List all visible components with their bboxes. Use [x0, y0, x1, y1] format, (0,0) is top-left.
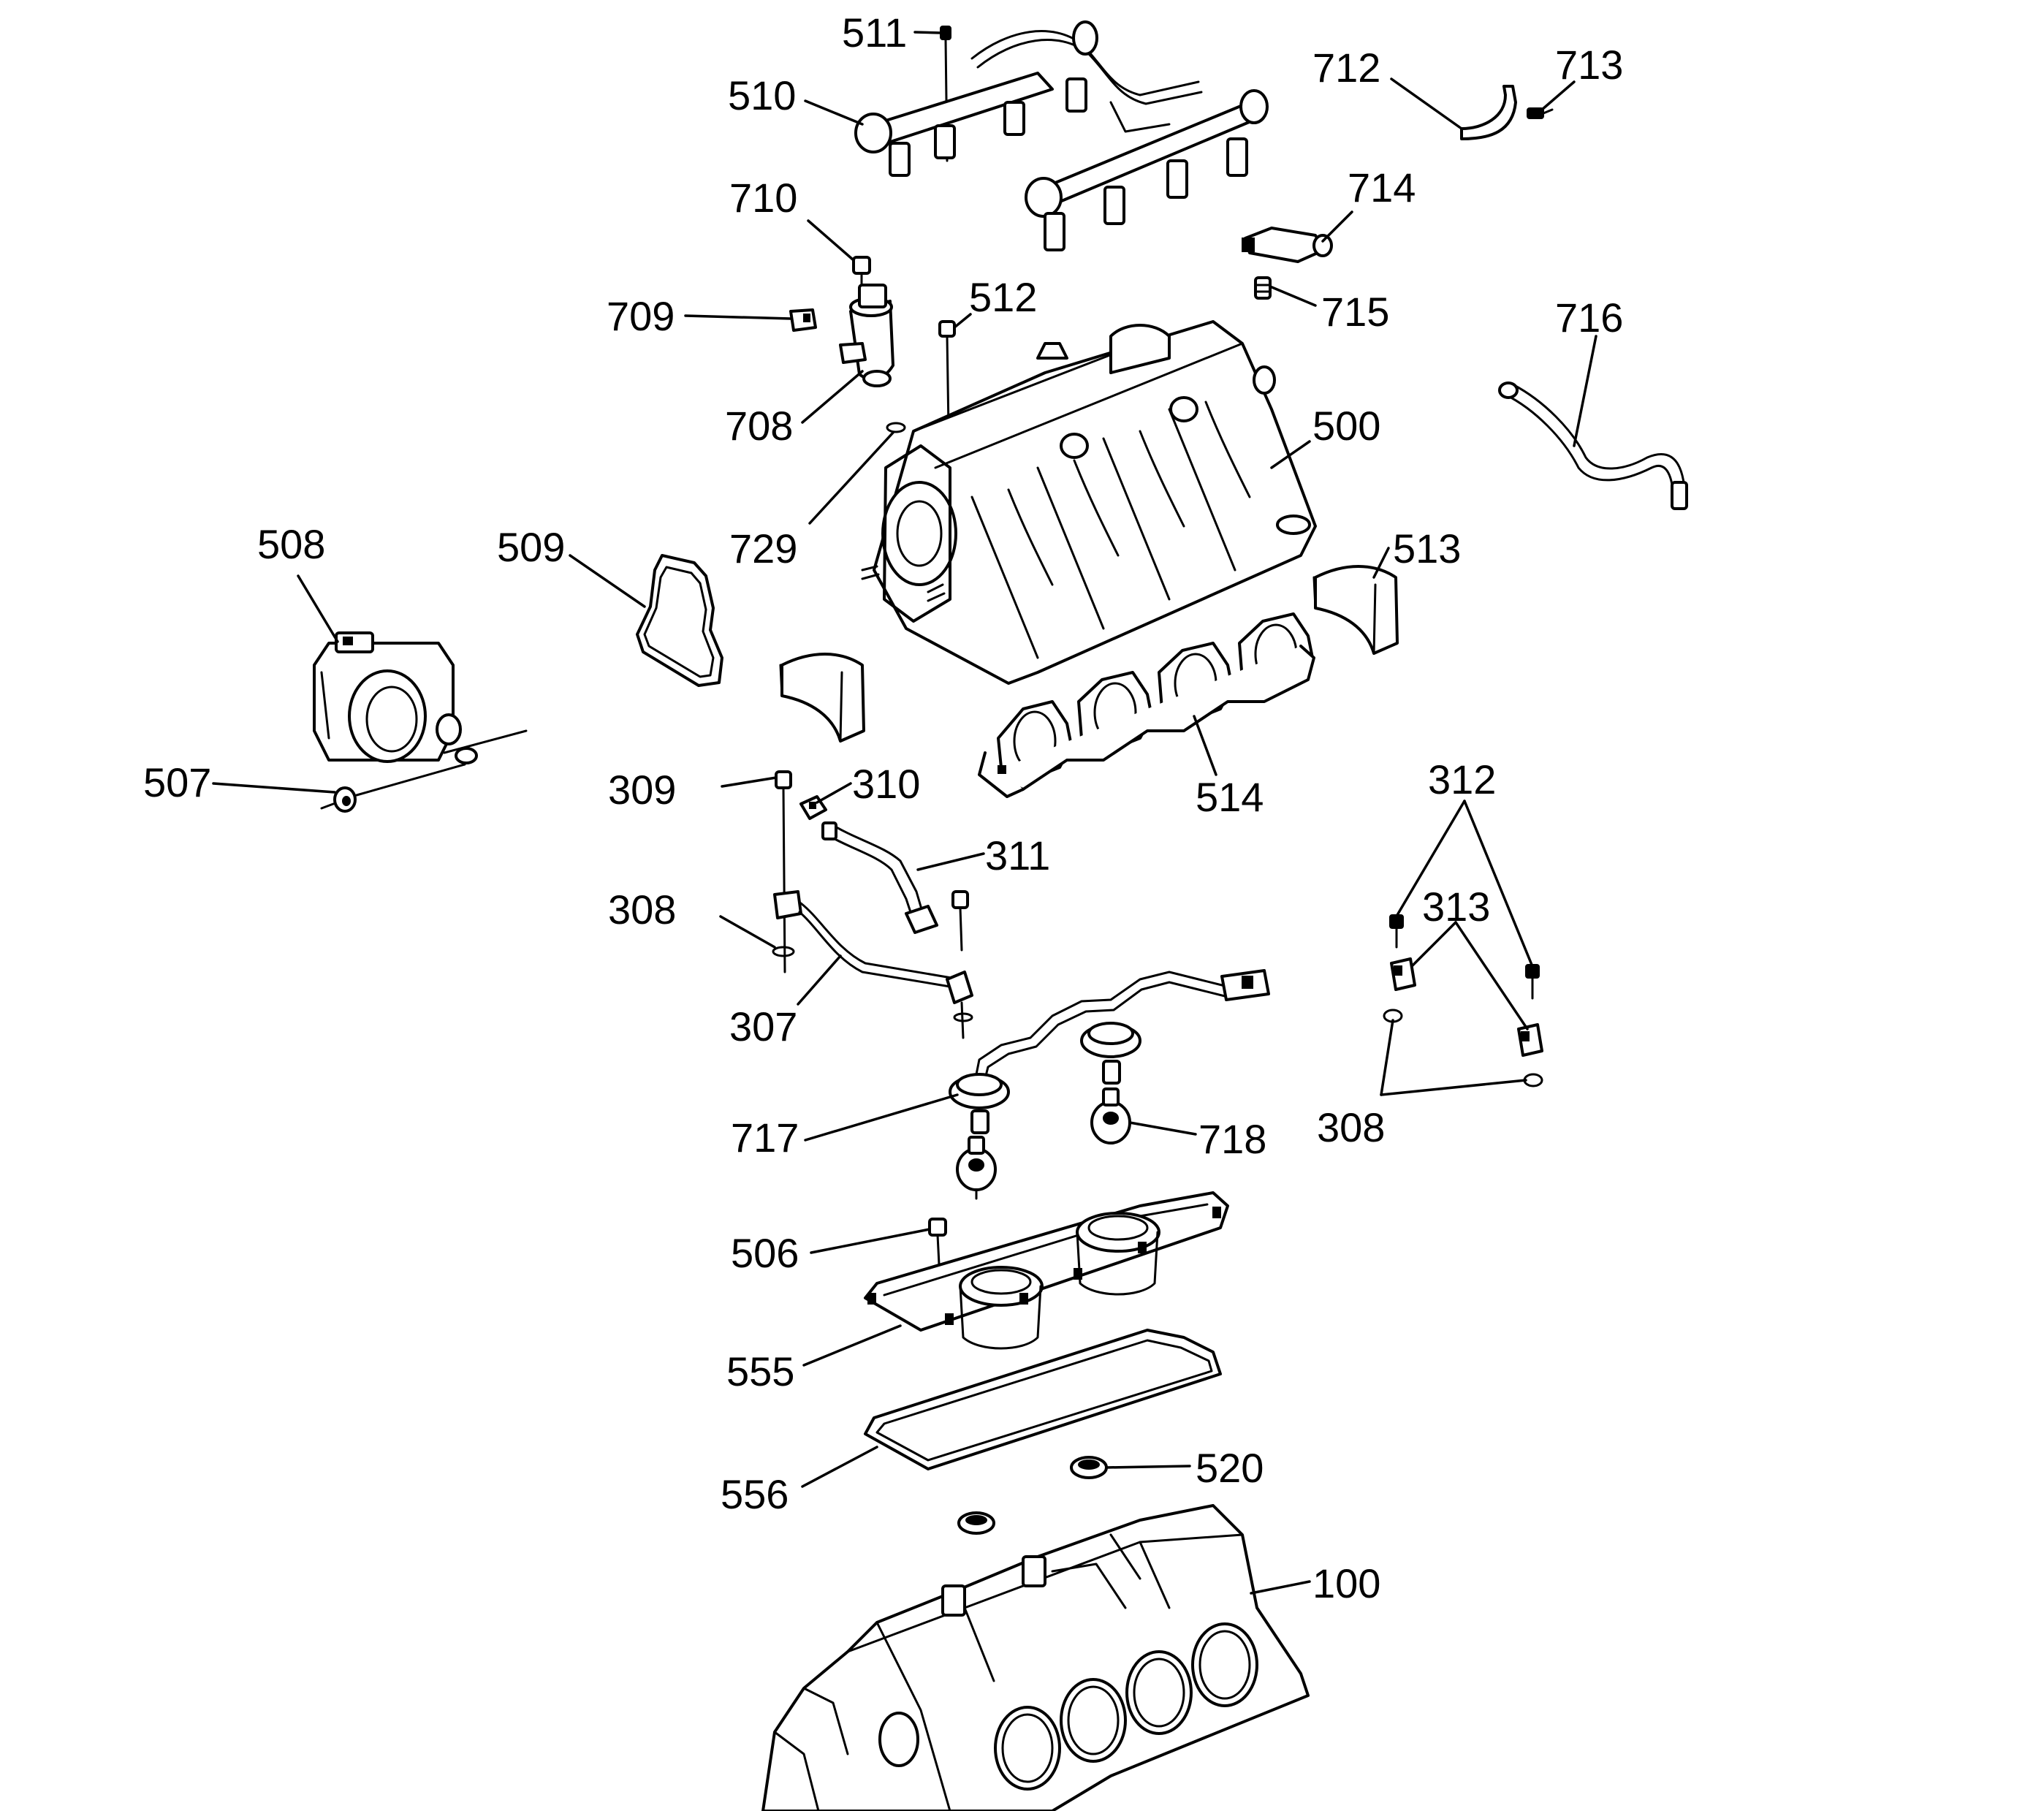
callout-556: 556 [721, 1471, 789, 1517]
part-514-intake-gasket [978, 612, 1315, 798]
callout-510: 510 [728, 72, 796, 118]
callout-100: 100 [1312, 1560, 1380, 1606]
part-500-intake-manifold [861, 320, 1317, 685]
part-513-seal-right [1312, 565, 1399, 655]
callout-709: 709 [607, 293, 675, 339]
callout-307: 307 [729, 1003, 797, 1049]
callout-507: 507 [143, 759, 211, 805]
part-520-grommet [957, 1456, 1108, 1535]
callout-506: 506 [731, 1230, 799, 1276]
callout-309: 309 [608, 767, 676, 813]
callout-509: 509 [497, 524, 565, 570]
part-508-throttle-body [313, 631, 528, 764]
callout-715: 715 [1321, 289, 1389, 335]
leader-lines [212, 31, 1597, 1595]
callout-312: 312 [1428, 756, 1496, 802]
callout-labels: 511 510 712 713 714 710 512 715 709 716 … [143, 10, 1623, 1606]
part-512-bolt [938, 320, 956, 430]
part-seal-left [779, 653, 865, 743]
part-100-engine-block [761, 1504, 1310, 1811]
part-308-washer-left [772, 946, 795, 957]
part-311-harness [821, 821, 938, 934]
part-708-valve [839, 284, 894, 387]
part-509-gasket [636, 554, 723, 687]
part-709-connector [789, 308, 817, 332]
callout-729: 729 [729, 525, 797, 572]
callout-508: 508 [257, 521, 325, 567]
part-307-harness [773, 890, 973, 1039]
callout-308-left: 308 [608, 886, 676, 933]
callout-713: 713 [1555, 42, 1623, 88]
callout-511: 511 [842, 10, 907, 56]
part-507-nut [320, 763, 466, 813]
part-712-bracket [1460, 85, 1517, 140]
callout-714: 714 [1348, 164, 1416, 210]
part-716-hose [1498, 381, 1688, 510]
callout-718: 718 [1198, 1116, 1266, 1162]
part-510-fuel-rail [854, 20, 1269, 251]
part-308-washers-right [1383, 1009, 1543, 1087]
part-312-bolts [1389, 914, 1540, 1000]
part-729-o-ring [886, 422, 906, 433]
part-313-clips [1390, 957, 1543, 1057]
part-555-valley-cover [864, 1191, 1229, 1350]
callout-710: 710 [729, 175, 797, 221]
part-556-valley-gasket [864, 1329, 1222, 1470]
callout-311: 311 [985, 832, 1050, 878]
callout-514: 514 [1196, 774, 1264, 820]
part-713-bolt [1527, 107, 1554, 119]
callout-717: 717 [731, 1115, 799, 1161]
part-309-bolt [775, 770, 792, 973]
callout-708: 708 [725, 403, 793, 449]
callout-513: 513 [1393, 525, 1461, 572]
callout-712: 712 [1312, 45, 1380, 91]
part-715-fitting [1254, 276, 1272, 300]
part-710-bolt [852, 256, 871, 292]
callout-716: 716 [1555, 295, 1623, 341]
callout-310: 310 [852, 761, 920, 807]
part-sensor-bolt [951, 890, 969, 952]
callout-512: 512 [969, 274, 1037, 320]
callout-308-right: 308 [1317, 1104, 1385, 1150]
part-506-bolt [928, 1218, 947, 1266]
callout-313: 313 [1422, 884, 1490, 930]
part-714-sensor [1242, 227, 1333, 263]
callout-500: 500 [1312, 403, 1380, 449]
part-718-knock-sensor [956, 1087, 1131, 1200]
part-717-knock-sensor-harness [949, 969, 1270, 1134]
callout-520: 520 [1196, 1445, 1264, 1491]
callout-555: 555 [726, 1348, 794, 1394]
